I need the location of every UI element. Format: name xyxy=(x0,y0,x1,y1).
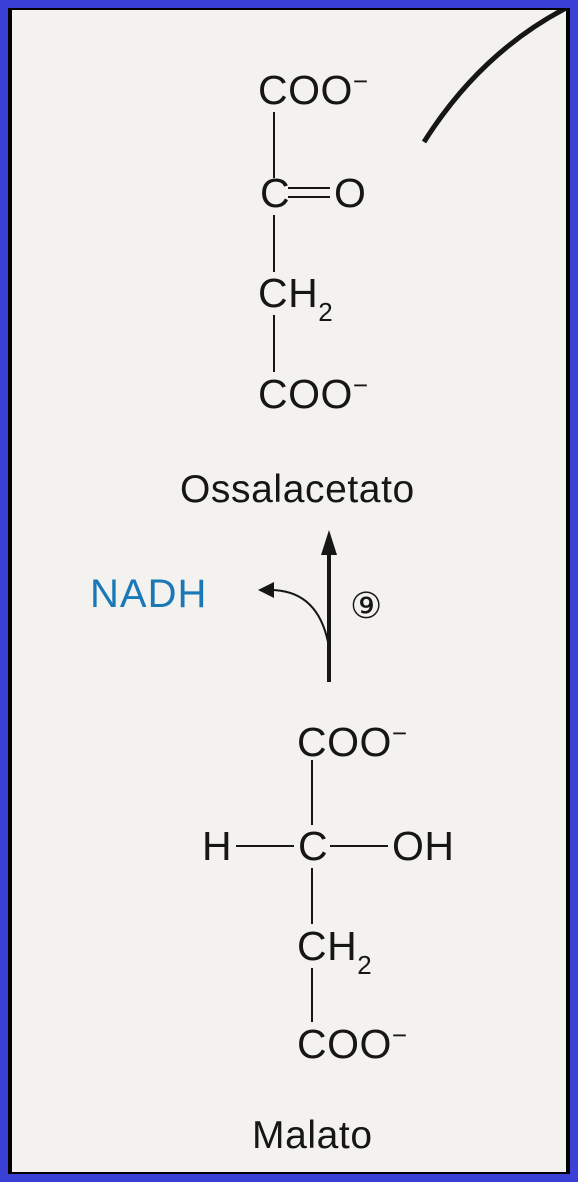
diagram-page: COO− C O CH2 COO− Ossalacetato NADH ⑨ CO… xyxy=(12,10,566,1172)
oxaloacetate-top-coo: COO− xyxy=(258,66,369,113)
oxaloacetate-name: Ossalacetato xyxy=(180,468,415,511)
malate-bottom-coo: COO− xyxy=(297,1020,408,1067)
malate-ch2: CH2 xyxy=(297,923,373,980)
malate-top-coo: COO− xyxy=(297,718,408,765)
nadh-label: NADH xyxy=(90,572,208,616)
bond-lines-layer xyxy=(236,10,566,1022)
nadh-arrow-head xyxy=(258,582,274,598)
malate-central-carbon: C xyxy=(298,823,329,869)
malate-h: H xyxy=(202,823,233,869)
oxaloacetate-bottom-coo: COO− xyxy=(258,370,369,417)
oxaloacetate-carbonyl-carbon: C xyxy=(260,170,291,216)
malate-hydroxyl: OH xyxy=(392,823,455,869)
step-number: ⑨ xyxy=(350,585,383,626)
nadh-curved-arrow xyxy=(269,589,329,643)
malate-name: Malato xyxy=(252,1114,373,1157)
cycle-arc xyxy=(421,10,566,144)
oxaloacetate-carbonyl-oxygen: O xyxy=(334,170,367,216)
oxaloacetate-ch2: CH2 xyxy=(258,270,334,327)
reaction-arrow-head xyxy=(321,530,337,555)
